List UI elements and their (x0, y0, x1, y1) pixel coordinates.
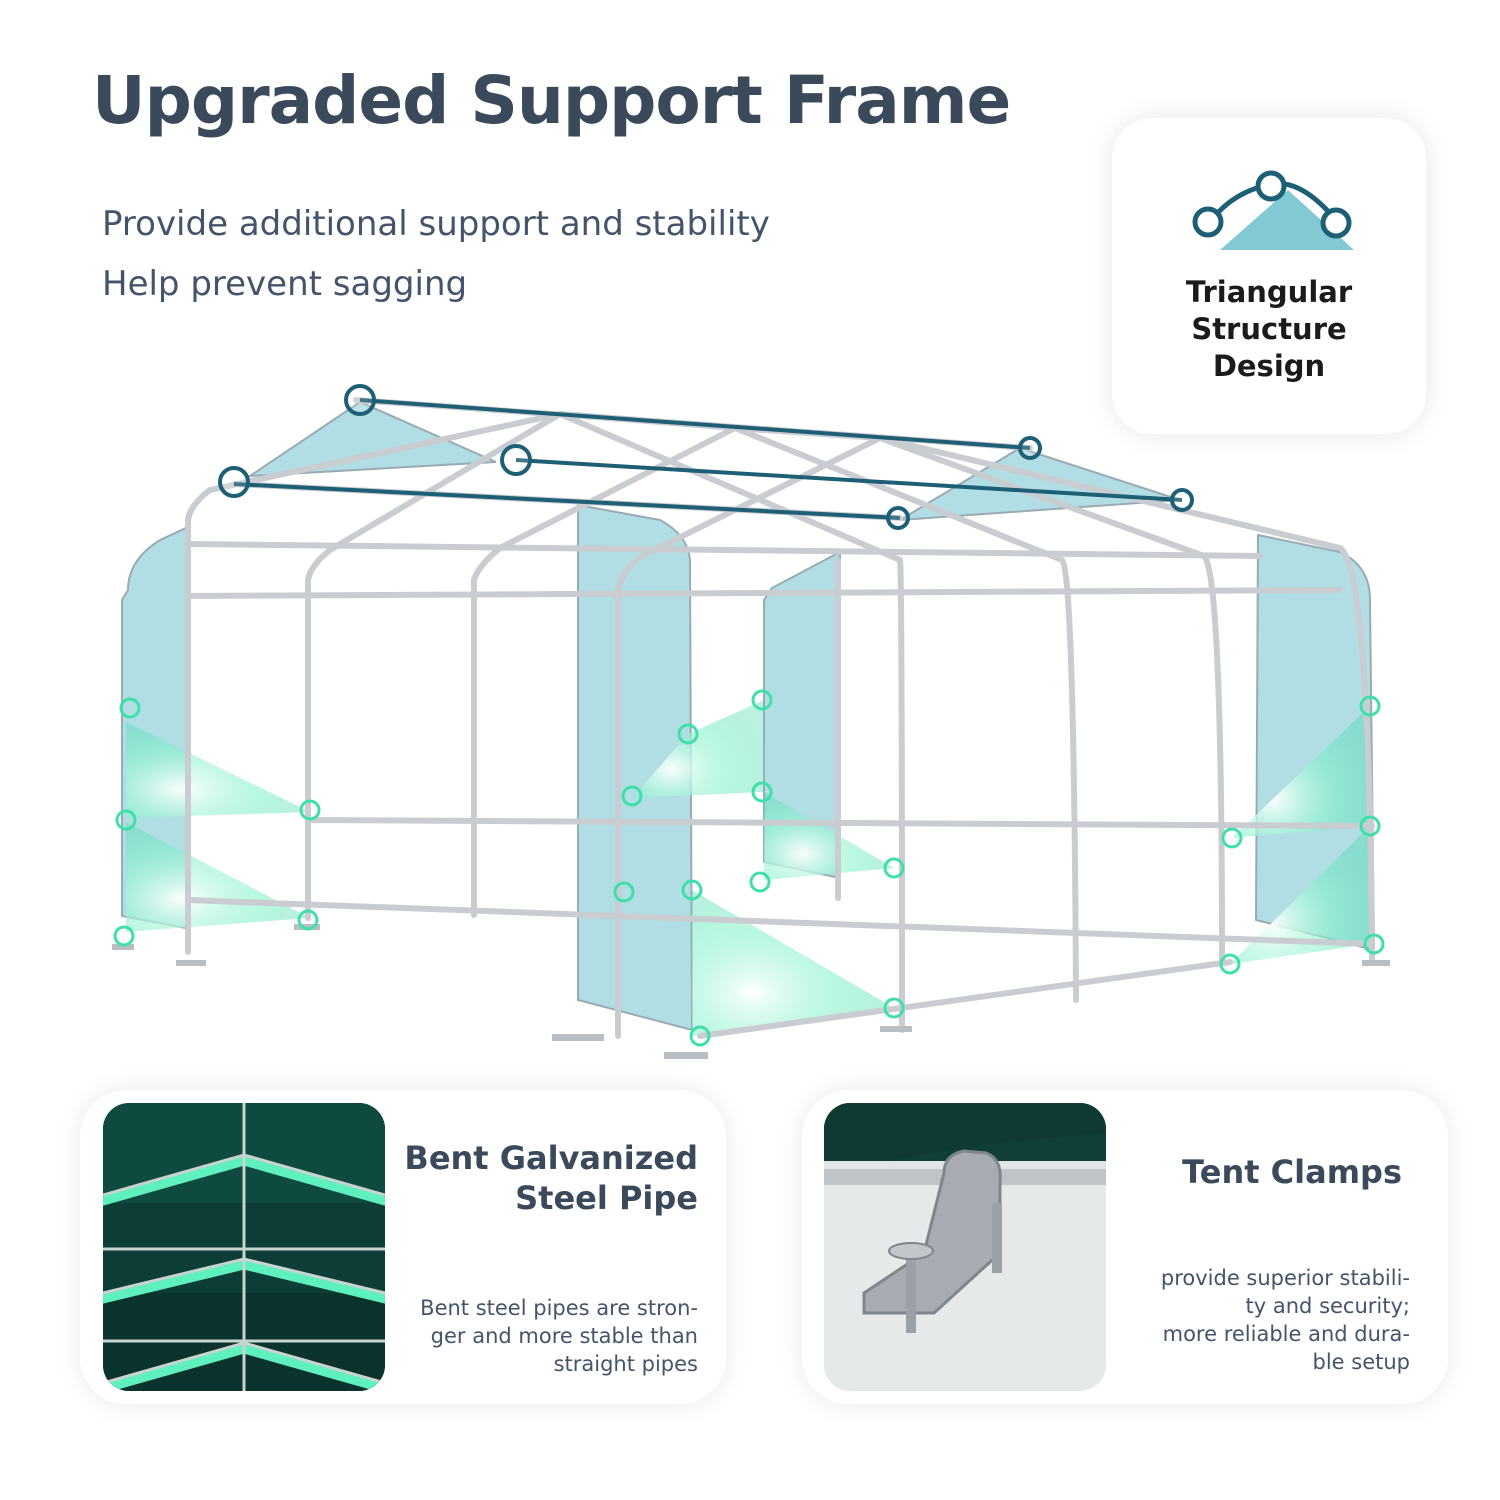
steel-pipe-photo (103, 1103, 385, 1391)
description-line-4: ble setup (1312, 1350, 1411, 1374)
tent-clamps-description: provide superior stabili- ty and securit… (1110, 1264, 1410, 1376)
steel-pipe-heading: Bent Galvanized Steel Pipe (378, 1138, 698, 1218)
label-line-2: Structure (1191, 312, 1347, 346)
description-line-1: provide superior stabili- (1160, 1266, 1410, 1290)
label-line-3: Design (1212, 349, 1326, 383)
tent-clamps-card: Tent Clamps provide superior stabili- ty… (802, 1090, 1448, 1404)
tent-clamp-photo (824, 1103, 1106, 1391)
steel-pipe-card: Bent Galvanized Steel Pipe Bent steel pi… (80, 1090, 726, 1404)
triangular-structure-card: Triangular Structure Design (1112, 118, 1426, 434)
label-line-1: Triangular (1185, 275, 1353, 309)
description-line-2: ty and security; (1245, 1294, 1410, 1318)
triangle-structure-icon (1192, 170, 1354, 250)
page-title: Upgraded Support Frame (92, 62, 1011, 139)
subtitle-line-1: Provide additional support and stability (102, 204, 770, 244)
description-line-3: more reliable and dura- (1162, 1322, 1410, 1346)
greenhouse-frame-illustration (112, 384, 1390, 1059)
description-line-3: straight pipes (553, 1352, 698, 1376)
subtitle-line-2: Help prevent sagging (102, 264, 468, 304)
description-line-2: ger and more stable than (430, 1324, 698, 1348)
triangular-structure-label: Triangular Structure Design (1112, 274, 1426, 385)
heading-line-1: Bent Galvanized (404, 1139, 698, 1177)
tent-clamps-heading: Tent Clamps (1082, 1152, 1402, 1192)
heading-line-1: Tent Clamps (1182, 1153, 1402, 1191)
heading-line-2: Steel Pipe (515, 1179, 698, 1217)
steel-pipe-description: Bent steel pipes are stron- ger and more… (378, 1294, 698, 1378)
description-line-1: Bent steel pipes are stron- (420, 1296, 698, 1320)
